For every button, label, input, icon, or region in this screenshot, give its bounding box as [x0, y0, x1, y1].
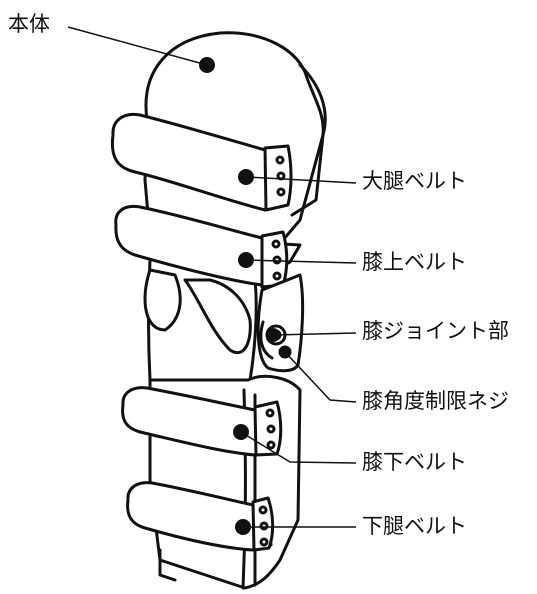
leader-below-knee-belt — [240, 431, 357, 464]
leader-thigh-belt — [245, 176, 357, 184]
label-above-knee-belt: 膝上ベルト — [362, 250, 467, 274]
thigh-rivet-1 — [275, 155, 285, 165]
leader-body — [67, 26, 208, 66]
joint-slot — [259, 320, 274, 360]
thigh-rivet-3 — [276, 187, 286, 197]
above-knee-rivet-1 — [271, 239, 281, 249]
label-body: 本体 — [8, 12, 50, 36]
label-knee-angle-limit-screw: 膝角度制限ネジ — [362, 389, 509, 413]
label-knee-joint-unit: 膝ジョイント部 — [362, 319, 509, 343]
above-knee-rivet-3 — [272, 271, 282, 281]
leader-angle-screw — [284, 351, 357, 403]
above-knee-rivet-2 — [272, 255, 282, 265]
bottom-edge — [158, 548, 177, 582]
lower-leg-rivet-1 — [258, 505, 268, 515]
upper-shell-flap — [290, 63, 327, 217]
lower-leg-rivet-2 — [259, 521, 269, 531]
leader-above-knee-belt — [245, 259, 357, 264]
below-knee-rivet-3 — [266, 440, 276, 450]
leader-knee-joint — [272, 332, 357, 336]
label-thigh-belt: 大腿ベルト — [362, 169, 467, 193]
lower-leg-rivet-3 — [259, 537, 269, 547]
patella-window — [183, 278, 252, 354]
knee-opening — [143, 268, 182, 332]
below-knee-rivet-1 — [265, 408, 275, 418]
label-lower-leg-belt: 下腿ベルト — [362, 514, 467, 538]
knee-joint-plate — [256, 273, 305, 373]
below-knee-rivet-2 — [266, 424, 276, 434]
label-below-knee-belt: 膝下ベルト — [362, 450, 467, 474]
